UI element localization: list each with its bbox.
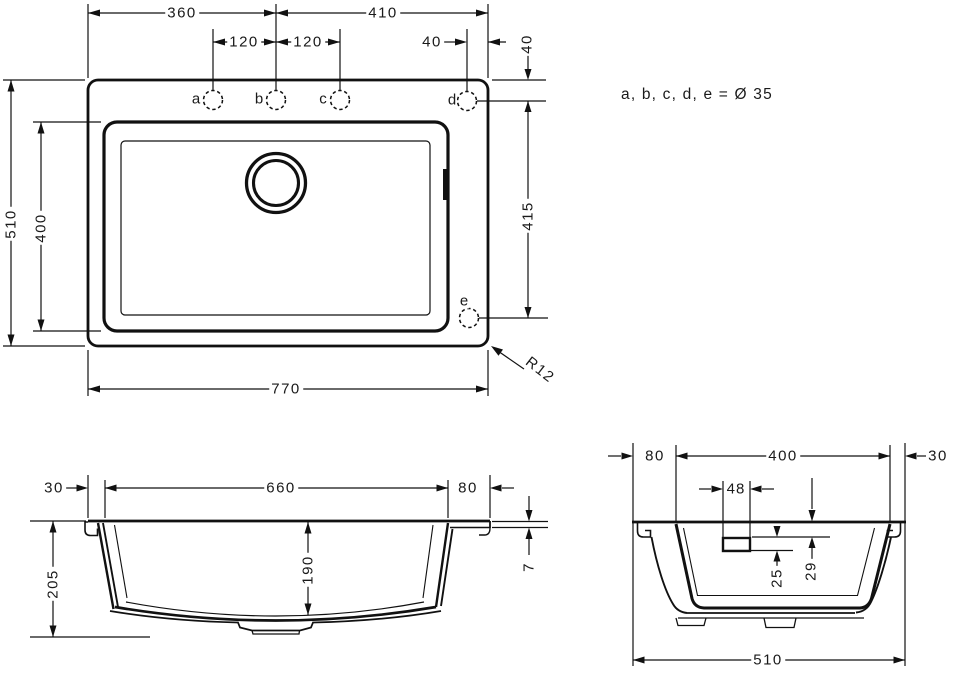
hole-e-label: e <box>458 292 470 310</box>
hole-a-circle <box>202 89 224 111</box>
dim-40-top-label: 40 <box>518 32 536 56</box>
overflow-slot-mark <box>443 169 449 200</box>
left-rim-hook <box>84 521 99 537</box>
drain-inner-circle <box>251 158 301 208</box>
dim-120-bc-label: 120 <box>291 33 325 51</box>
side-dim-29-label: 29 <box>802 559 820 583</box>
hole-d-label: d <box>446 91 458 109</box>
plan-view <box>3 4 548 396</box>
overflow-slot <box>721 536 752 553</box>
side-dim-400-label: 400 <box>766 447 800 465</box>
hole-c-circle <box>329 89 351 111</box>
hole-c-label: c <box>318 90 328 108</box>
hole-e-circle <box>458 307 480 329</box>
tap-holes <box>202 89 480 329</box>
hole-b-label: b <box>253 90 265 108</box>
dim-410-label: 410 <box>366 4 400 22</box>
front-dim-7-label: 7 <box>520 560 538 574</box>
front-arrowheads <box>49 484 533 637</box>
front-rim-hook <box>886 523 902 538</box>
hole-b-circle <box>265 89 287 111</box>
bowl-cut-profile <box>674 523 892 610</box>
hole-diameter-note: a, b, c, d, e = Ø 35 <box>621 86 773 103</box>
front-section-view <box>30 475 548 638</box>
dim-510-label: 510 <box>2 207 20 241</box>
back-rim-hook <box>636 523 652 538</box>
hole-a-label: a <box>190 90 202 108</box>
dim-40-right-label: 40 <box>420 33 444 51</box>
outer-bottom-with-drain-boss <box>109 610 442 632</box>
side-dim-510-label: 510 <box>751 651 785 669</box>
drain-outer-circle <box>244 151 308 215</box>
dim-120-ab-label: 120 <box>227 33 261 51</box>
front-dim-190-label: 190 <box>299 553 317 587</box>
side-dim-25-label: 25 <box>768 566 786 590</box>
dim-415-label: 415 <box>519 199 537 233</box>
side-dim-80-label: 80 <box>643 447 667 465</box>
side-dim-30-label: 30 <box>926 447 950 465</box>
front-dim-660-label: 660 <box>264 479 298 497</box>
drain-boss <box>763 617 797 629</box>
front-dim-30-label: 30 <box>42 479 66 497</box>
plan-arrowheads <box>7 9 532 393</box>
side-section-view <box>608 443 926 666</box>
side-dim-48-label: 48 <box>726 480 746 498</box>
side-arrowheads <box>621 452 917 664</box>
front-dim-80-label: 80 <box>456 479 480 497</box>
right-rim-edge <box>479 527 491 536</box>
hole-d-circle <box>456 90 478 112</box>
dim-770-label: 770 <box>269 380 303 398</box>
front-dim-205-label: 205 <box>44 567 62 601</box>
dim-360-label: 360 <box>165 4 199 22</box>
dim-400-label: 400 <box>32 211 50 245</box>
